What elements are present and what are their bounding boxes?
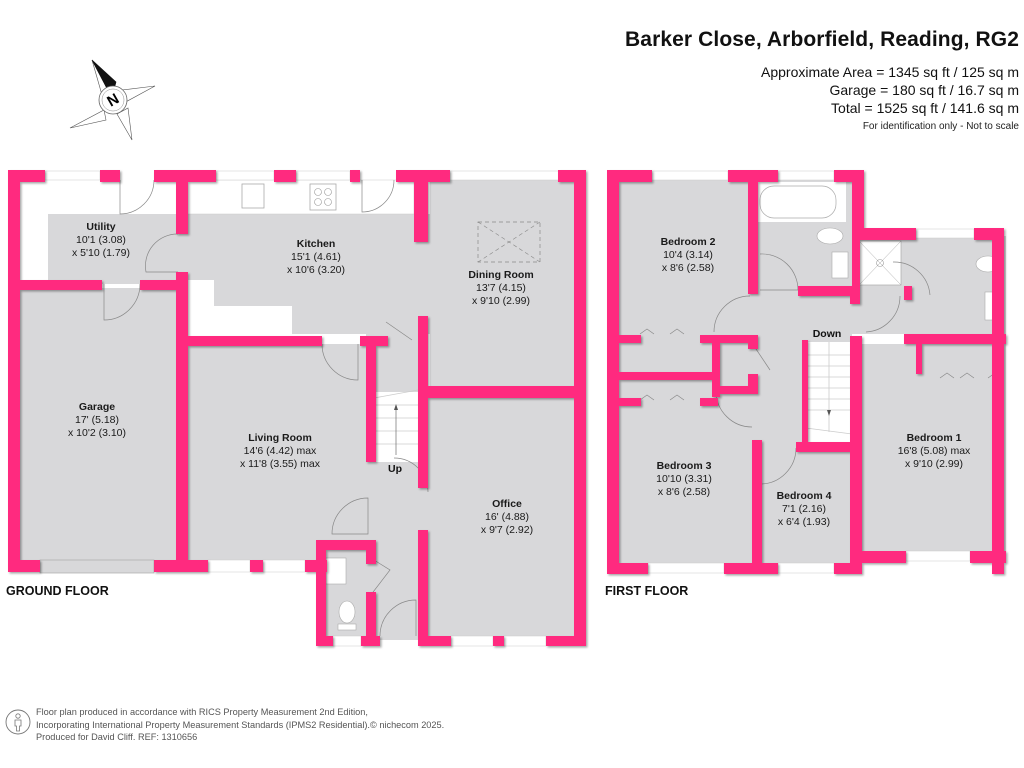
room-label-utility: Utility 10'1 (3.08) x 5'10 (1.79) <box>71 221 131 259</box>
person-info-icon <box>5 709 31 735</box>
room-label-living-room: Living Room 14'6 (4.42) max x 11'8 (3.55… <box>239 432 321 470</box>
property-title: Barker Close, Arborfield, Reading, RG2 <box>625 28 1019 51</box>
hob-icon <box>309 183 337 211</box>
footer-line-3: Produced for David Cliff. REF: 1310656 <box>36 732 198 742</box>
living-floor <box>188 344 366 560</box>
kitchen-counter-top <box>185 179 415 215</box>
total-area: Total = 1525 sq ft / 141.6 sq m <box>831 100 1019 116</box>
footer-copyright: © nichecom 2025. <box>370 719 445 730</box>
wc-basin-icon <box>325 557 347 585</box>
ground-floor-plan <box>8 170 586 647</box>
stairs-up-label: Up <box>388 463 402 475</box>
kitchen-sink-icon <box>241 183 265 209</box>
footer-line-1: Floor plan produced in accordance with R… <box>36 707 368 717</box>
footer-notes: Floor plan produced in accordance with R… <box>36 706 444 744</box>
room-label-dining-room: Dining Room 13'7 (4.15) x 9'10 (2.99) <box>468 269 534 307</box>
garage-door <box>39 559 155 574</box>
room-label-bedroom-1: Bedroom 1 16'8 (5.08) max x 9'10 (2.99) <box>897 432 971 470</box>
footer-line-2: Incorporating International Property Mea… <box>36 719 370 730</box>
toilet-icon <box>338 600 356 624</box>
not-to-scale-disclaimer: For identification only - Not to scale <box>862 121 1019 132</box>
bathroom-toilet-icon <box>816 227 844 245</box>
kitchen-counter-bottom <box>186 306 292 334</box>
bathtub-icon <box>759 185 837 219</box>
room-label-bedroom-3: Bedroom 3 10'10 (3.31) x 8'6 (2.58) <box>656 460 712 498</box>
north-arrow-compass-icon: N <box>69 59 156 141</box>
first-floor-plan <box>607 170 1006 574</box>
stairs-down-label: Down <box>812 328 842 340</box>
approximate-area: Approximate Area = 1345 sq ft / 125 sq m <box>761 64 1019 80</box>
room-label-bedroom-2: Bedroom 2 10'4 (3.14) x 8'6 (2.58) <box>660 236 716 274</box>
ground-floor-label: GROUND FLOOR <box>6 584 109 598</box>
office-floor <box>428 396 576 636</box>
room-label-garage: Garage 17' (5.18) x 10'2 (3.10) <box>67 401 127 439</box>
bathroom-basin-icon <box>831 251 849 279</box>
room-label-bedroom-4: Bedroom 4 7'1 (2.16) x 6'4 (1.93) <box>776 490 832 528</box>
first-floor-label: FIRST FLOOR <box>605 584 689 598</box>
room-label-office: Office 16' (4.88) x 9'7 (2.92) <box>480 498 534 536</box>
skylight-icon <box>477 221 541 263</box>
garage-area: Garage = 180 sq ft / 16.7 sq m <box>829 82 1020 98</box>
garage-floor <box>18 288 178 560</box>
dining-floor <box>430 180 578 390</box>
room-label-kitchen: Kitchen 15'1 (4.61) x 10'6 (3.20) <box>286 238 346 276</box>
